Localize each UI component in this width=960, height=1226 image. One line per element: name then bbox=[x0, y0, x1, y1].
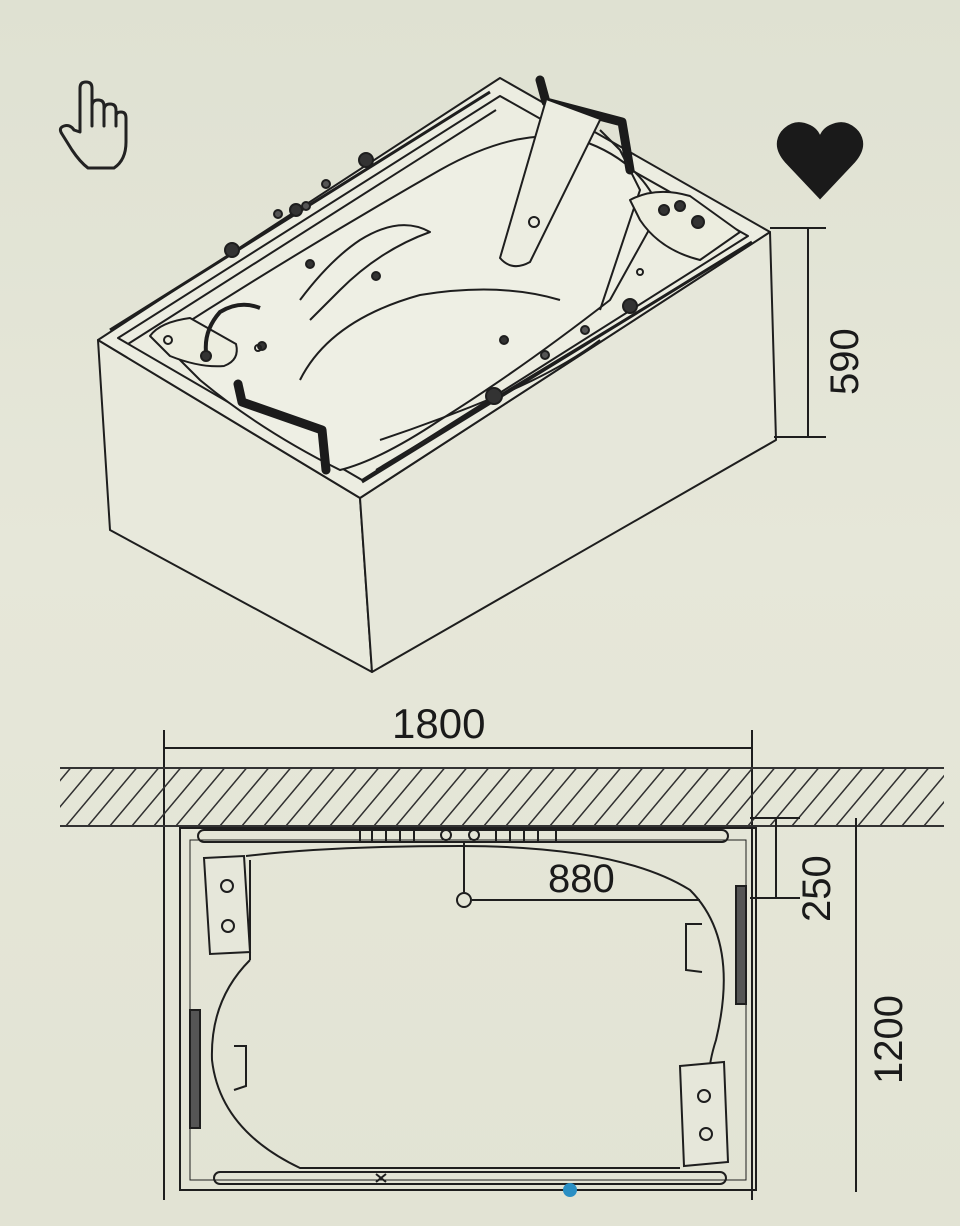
headrest-left bbox=[202, 854, 252, 956]
length-dimension-label: 1800 bbox=[392, 700, 485, 747]
headrest-right bbox=[678, 1060, 730, 1168]
wall-hatching bbox=[60, 767, 944, 827]
height-dimension-label: 590 bbox=[823, 328, 867, 395]
center-dimension-label: 880 bbox=[548, 857, 615, 901]
bathtub-isometric-view bbox=[97, 75, 777, 673]
offset-dimension bbox=[750, 817, 800, 899]
heart-icon[interactable] bbox=[776, 122, 864, 200]
grab-handle-left bbox=[233, 379, 331, 475]
indicator-dot bbox=[563, 1183, 577, 1197]
grab-handle-top bbox=[535, 75, 635, 175]
height-dimension bbox=[770, 227, 826, 438]
depth-dimension-label: 1200 bbox=[867, 995, 911, 1084]
bathtub-plan-view bbox=[179, 827, 757, 1191]
hand-pointer-icon[interactable] bbox=[58, 80, 128, 170]
offset-dimension-label: 250 bbox=[795, 855, 839, 922]
